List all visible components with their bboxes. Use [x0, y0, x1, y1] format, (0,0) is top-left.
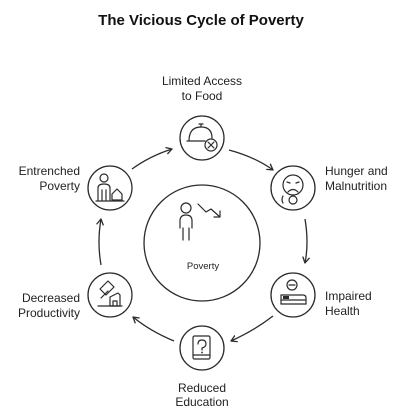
node-label-line1: Decreased: [22, 291, 80, 305]
node-entrenched-poverty: Entrenched Poverty: [19, 164, 133, 211]
node-label-line2: Poverty: [39, 179, 80, 193]
arrow-hunger-to-health: [305, 218, 307, 263]
node-label-line1: Entrenched: [19, 164, 80, 178]
node-label-line2: Productivity: [18, 306, 80, 320]
diagram-title: The Vicious Cycle of Poverty: [98, 12, 304, 29]
arrow-productivity-to-entrenched: [99, 219, 101, 266]
person-house-icon: [95, 173, 125, 202]
arrow-food-to-hunger: [228, 149, 273, 170]
hammer-building-icon: [97, 280, 123, 307]
node-circle: [87, 272, 133, 318]
arrow-entrenched-to-food: [131, 149, 172, 170]
node-reduced-education: Reduced Education: [175, 325, 229, 409]
person-downtrend-icon: [179, 202, 221, 241]
node-limited-access: Limited Access to Food: [162, 74, 242, 161]
sad-face-icon: [281, 174, 304, 205]
node-label-line1: Reduced: [178, 381, 226, 395]
node-label-line1: Hunger and: [325, 164, 388, 178]
node-label-line2: to Food: [182, 89, 223, 103]
center-node: Poverty: [143, 184, 261, 302]
arrow-education-to-productivity: [133, 317, 175, 342]
center-label: Poverty: [187, 261, 219, 272]
node-circle: [179, 115, 225, 161]
cycle-arrows: [99, 149, 307, 341]
arrow-health-to-education: [231, 315, 274, 341]
node-decreased-productivity: Decreased Productivity: [18, 272, 133, 320]
question-book-icon: [192, 335, 211, 360]
node-label-line1: Impaired: [325, 289, 372, 303]
food-cloche-x-icon: [186, 123, 218, 152]
sick-bed-icon: [280, 279, 307, 305]
center-circle: [143, 184, 261, 302]
node-label-line2: Malnutrition: [325, 179, 387, 193]
node-circle: [270, 165, 316, 211]
node-label-line2: Education: [175, 395, 228, 409]
node-label-line2: Health: [325, 304, 360, 318]
node-impaired-health: Impaired Health: [270, 272, 372, 318]
node-hunger: Hunger and Malnutrition: [270, 164, 388, 211]
node-label-line1: Limited Access: [162, 74, 242, 88]
